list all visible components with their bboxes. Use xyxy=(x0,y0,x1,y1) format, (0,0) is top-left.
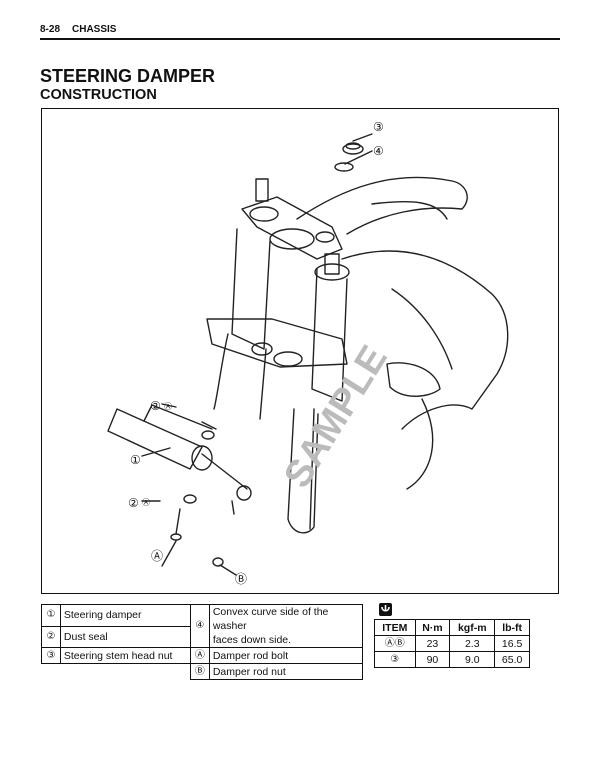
parts-legend-table: ① Steering damper ④ Convex curve side of… xyxy=(41,604,364,680)
callout-2-upper: ② xyxy=(150,399,161,413)
table-row: ③ 90 9.0 65.0 xyxy=(374,651,530,668)
torque-mark-upper: Ⓐ xyxy=(164,402,172,411)
page-header: 8-28 CHASSIS xyxy=(40,22,560,40)
table-row: ③ Steering stem head nut Ⓐ Damper rod bo… xyxy=(41,647,364,664)
table-header-row: ITEM N·m kgf-m lb-ft xyxy=(374,619,530,636)
section-name: CHASSIS xyxy=(72,24,117,35)
callout-B: Ⓑ xyxy=(235,572,247,586)
callout-A: Ⓐ xyxy=(151,549,163,563)
callout-1: ① xyxy=(130,453,141,467)
page-number: 8-28 xyxy=(40,24,61,35)
page-subtitle: CONSTRUCTION xyxy=(40,87,157,103)
page-title: STEERING DAMPER xyxy=(40,66,216,86)
callout-3: ③ xyxy=(373,120,384,134)
construction-figure: SAMPLE ③ ④ ① ② ② Ⓐ Ⓑ Ⓐ Ⓐ xyxy=(41,108,559,594)
fork-diagram: SAMPLE ③ ④ ① ② ② Ⓐ Ⓑ Ⓐ Ⓐ xyxy=(107,120,509,586)
table-row: ⒶⒷ 23 2.3 16.5 xyxy=(374,635,530,652)
torque-table: ITEM N·m kgf-m lb-ft ⒶⒷ 23 2.3 16.5 ③ 90… xyxy=(374,619,530,668)
torque-wrench-icon xyxy=(379,603,392,616)
callout-2-lower: ② xyxy=(128,496,139,510)
torque-mark-lower: Ⓐ xyxy=(142,498,150,507)
table-row: Ⓑ Damper rod nut xyxy=(42,663,364,680)
table-row: ① Steering damper ④ Convex curve side of… xyxy=(41,604,364,648)
callout-4: ④ xyxy=(373,144,384,158)
